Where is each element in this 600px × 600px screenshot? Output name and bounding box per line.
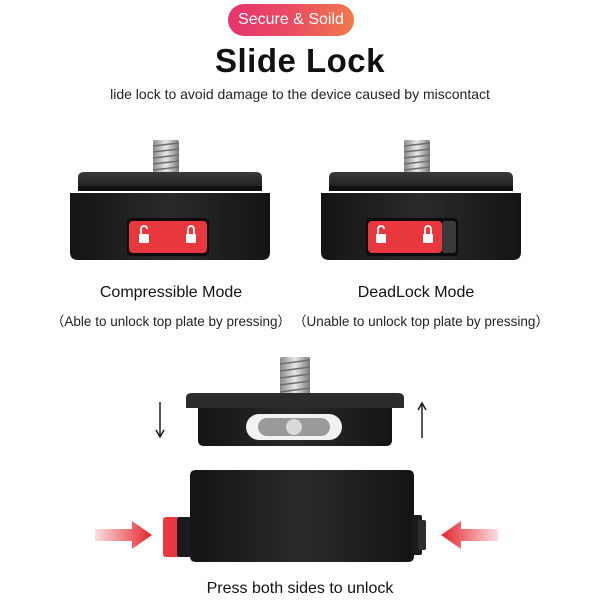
compressible-mode-title: Compressible Mode bbox=[99, 284, 243, 301]
compressible-mode-description: （Able to unlock top plate by pressing） bbox=[50, 314, 292, 329]
locked-padlock-icon bbox=[186, 225, 196, 243]
deadlock-mode-description: （Unable to unlock top plate by pressing） bbox=[293, 314, 549, 329]
compressible-clamp bbox=[70, 140, 270, 260]
down-arrow-icon bbox=[155, 402, 165, 439]
quick-release-plate bbox=[186, 357, 404, 446]
unlock-caption: Press both sides to unlock bbox=[206, 580, 394, 597]
clamp-base bbox=[163, 470, 426, 562]
deadlock-mode-title: DeadLock Mode bbox=[357, 284, 475, 301]
page-title: Slide Lock bbox=[214, 42, 386, 79]
unlocked-padlock-icon bbox=[139, 225, 149, 243]
up-arrow-icon bbox=[417, 401, 427, 438]
deadlock-clamp bbox=[321, 140, 521, 260]
locked-padlock-icon bbox=[423, 225, 433, 243]
unlocked-padlock-icon bbox=[376, 225, 386, 243]
press-arrow-icon bbox=[95, 521, 152, 549]
page-subtitle: lide lock to avoid damage to the device … bbox=[110, 86, 490, 102]
secure-badge: Secure & Soild bbox=[228, 4, 354, 36]
press-arrow-icon bbox=[441, 521, 498, 549]
